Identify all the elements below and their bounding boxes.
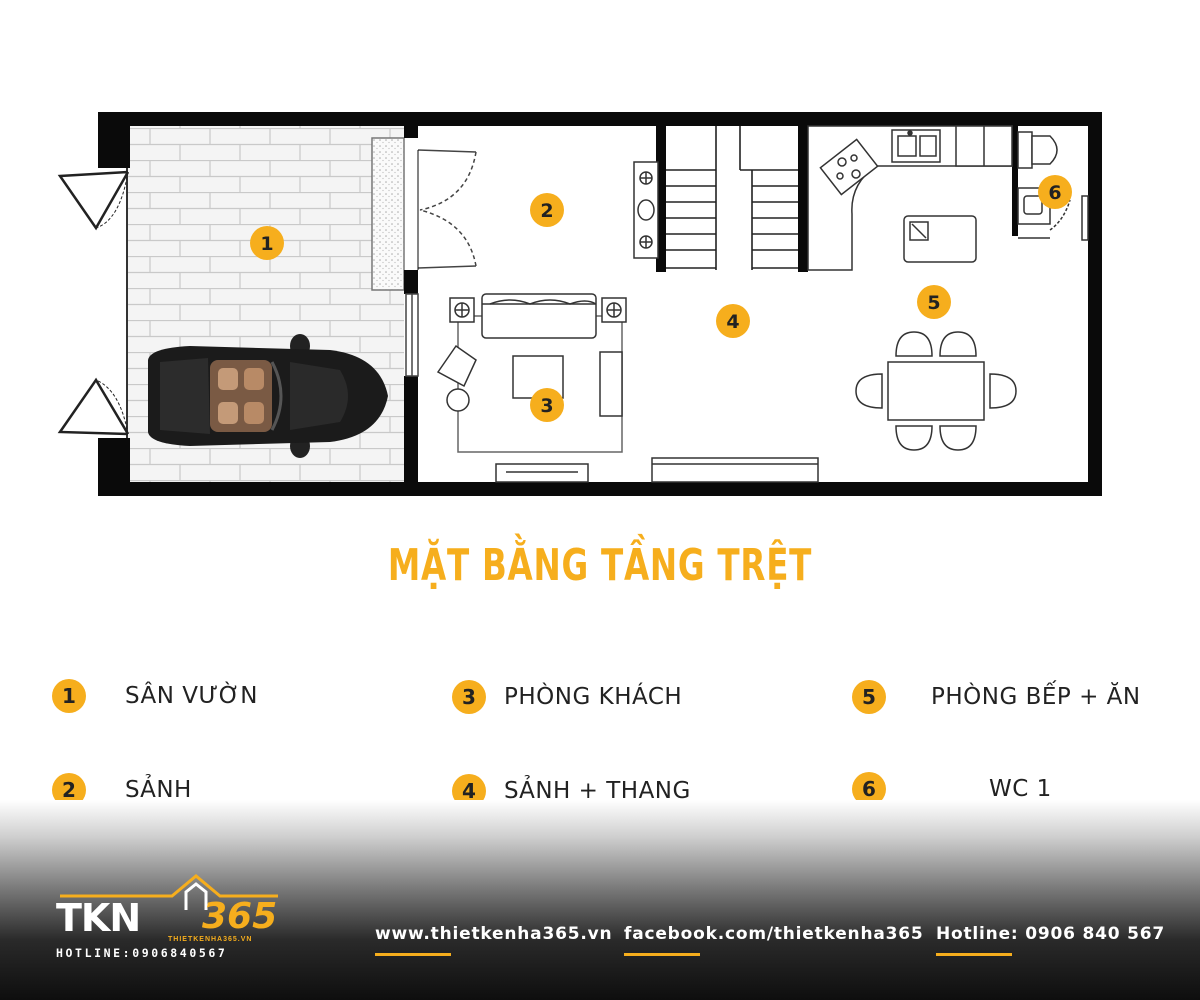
room-badge-2: 2 xyxy=(530,193,564,227)
room-badge-number: 3 xyxy=(540,395,553,417)
room-badge-4: 4 xyxy=(716,304,750,338)
room-badge-number: 1 xyxy=(260,233,273,255)
plan-title: MẶT BẰNG TẦNG TRỆT xyxy=(387,540,813,591)
legend-item-5: 5 PHÒNG BẾP + ĂN xyxy=(852,679,1141,715)
legend-item-1: 1 SÂN VƯỜN xyxy=(52,678,258,714)
legend-label: SÂN VƯỜN xyxy=(125,683,258,709)
room-badge-6: 6 xyxy=(1038,175,1072,209)
staircase-icon xyxy=(666,126,798,270)
footer-band xyxy=(0,800,1200,1000)
living-room-furniture xyxy=(436,293,819,483)
facebook-link[interactable]: facebook.com/thietkenha365 xyxy=(624,924,924,944)
dining-set-icon xyxy=(855,331,1017,451)
wc-fixtures xyxy=(1017,131,1089,241)
planter xyxy=(371,137,405,291)
room-badge-number: 5 xyxy=(927,292,940,314)
car-icon xyxy=(148,334,388,458)
legend-badge: 3 xyxy=(452,680,486,714)
logo-hotline: HOTLINE:0906840567 xyxy=(56,946,228,960)
room-badge-number: 6 xyxy=(1048,182,1061,204)
legend-label: PHÒNG BẾP + ĂN xyxy=(931,684,1141,710)
kitchen-furniture xyxy=(807,125,1013,271)
legend-badge: 5 xyxy=(852,680,886,714)
room-badge-number: 4 xyxy=(726,311,739,333)
website-underline xyxy=(375,953,451,956)
room-badge-1: 1 xyxy=(250,226,284,260)
legend-label: WC 1 xyxy=(989,776,1052,802)
hotline-underline xyxy=(936,953,1012,956)
floor-plan: 1 2 3 4 5 6 xyxy=(57,112,1102,496)
console-icon xyxy=(633,161,659,259)
legend-label: PHÒNG KHÁCH xyxy=(504,684,683,710)
brand-logo: TKN 365 THIETKENHA365.VN HOTLINE:0906840… xyxy=(56,872,286,962)
house-roof-icon xyxy=(60,874,278,910)
legend-label: SẢNH + THANG xyxy=(504,778,691,804)
legend-label: SẢNH xyxy=(125,777,192,803)
legend-item-3: 3 PHÒNG KHÁCH xyxy=(452,679,682,715)
side-window xyxy=(405,293,419,377)
website-link[interactable]: www.thietkenha365.vn xyxy=(375,924,613,944)
gate-icon xyxy=(57,170,130,436)
logo-text: TKN xyxy=(56,896,141,940)
room-badge-number: 2 xyxy=(540,200,553,222)
legend-badge: 1 xyxy=(52,679,86,713)
entrance-door-icon xyxy=(417,149,477,270)
facebook-underline xyxy=(624,953,700,956)
logo-small-text: THIETKENHA365.VN xyxy=(168,936,253,943)
hotline-link[interactable]: Hotline: 0906 840 567 xyxy=(936,924,1165,944)
room-badge-3: 3 xyxy=(530,388,564,422)
room-badge-5: 5 xyxy=(917,285,951,319)
logo-number: 365 xyxy=(202,896,278,937)
walls xyxy=(98,112,1102,496)
